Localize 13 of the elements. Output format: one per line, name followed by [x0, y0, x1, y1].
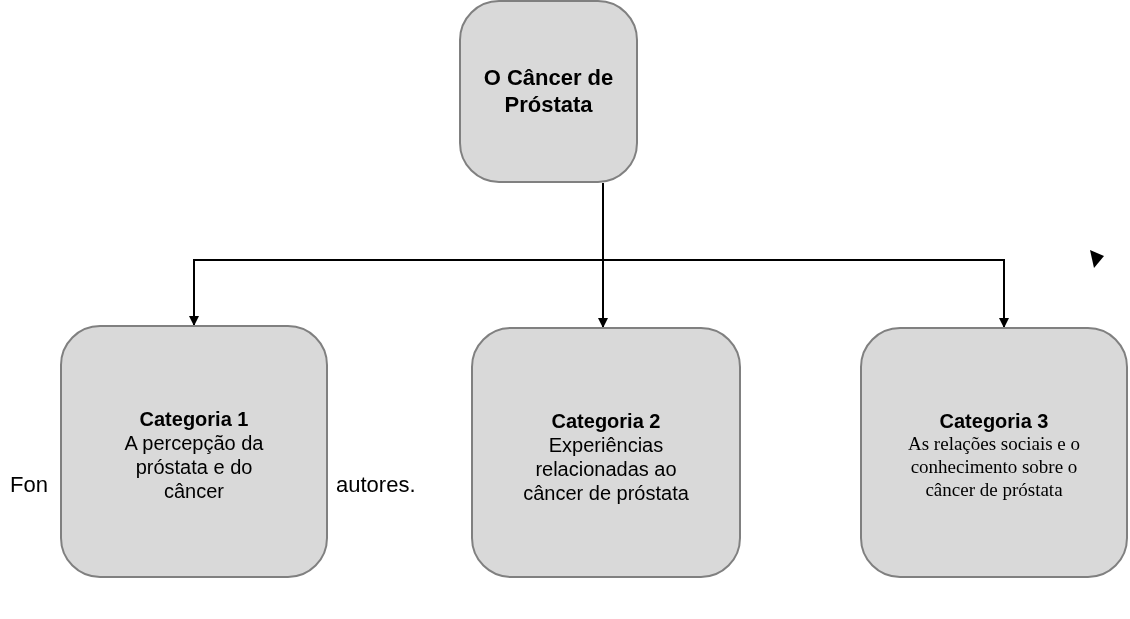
rounded-box — [60, 325, 328, 578]
box-heading: Categoria 2 — [551, 409, 661, 433]
rounded-box — [471, 327, 741, 578]
box-description: As relações sociais e o conhecimento sobre o câncer de próstata — [907, 433, 1081, 502]
box-description: Experiências relacionadas ao câncer de próstata — [522, 433, 690, 505]
box-heading: O Câncer de Próstata — [482, 65, 615, 118]
rounded-box — [459, 0, 638, 183]
source-note: autores. — [336, 472, 416, 498]
box-heading: Categoria 3 — [939, 409, 1049, 433]
rounded-box — [860, 327, 1128, 578]
box-heading: Categoria 1 — [139, 407, 249, 431]
box-description: A percepção da próstata e do câncer — [123, 431, 265, 503]
source-note: Fon — [10, 472, 48, 498]
